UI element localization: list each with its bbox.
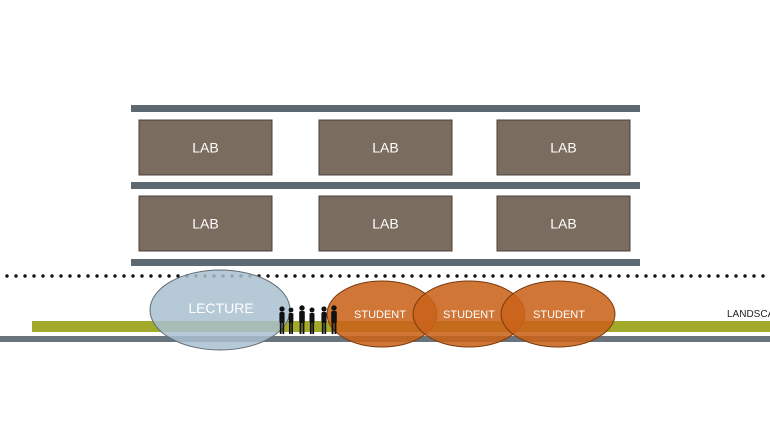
person-icon xyxy=(321,306,327,334)
student-zone-3 xyxy=(500,280,616,348)
middle-slab xyxy=(131,182,640,189)
person-icon xyxy=(309,307,315,334)
lab-label: LAB xyxy=(372,140,398,156)
student-label-1: STUDENT xyxy=(354,309,406,321)
people-silhouette-group-icon xyxy=(279,305,337,334)
landscape-label: LANDSCAPE xyxy=(727,309,770,320)
lab-upper-3: LAB xyxy=(496,119,631,176)
person-icon xyxy=(299,305,305,334)
lab-label: LAB xyxy=(372,216,398,232)
lab-lower-3: LAB xyxy=(496,195,631,252)
lab-label: LAB xyxy=(550,140,576,156)
person-icon xyxy=(279,306,285,334)
lab-upper-1: LAB xyxy=(138,119,273,176)
person-icon xyxy=(288,307,294,334)
lab-label: LAB xyxy=(192,216,218,232)
person-icon xyxy=(331,305,337,334)
lab-lower-2: LAB xyxy=(318,195,453,252)
roof-slab xyxy=(131,105,640,112)
lecture-label: LECTURE xyxy=(188,300,253,316)
lab-label: LAB xyxy=(192,140,218,156)
lab-upper-2: LAB xyxy=(318,119,453,176)
student-label-3: STUDENT xyxy=(533,309,585,321)
student-label-2: STUDENT xyxy=(443,309,495,321)
ground-floor-slab xyxy=(131,259,640,266)
lab-label: LAB xyxy=(550,216,576,232)
lab-lower-1: LAB xyxy=(138,195,273,252)
